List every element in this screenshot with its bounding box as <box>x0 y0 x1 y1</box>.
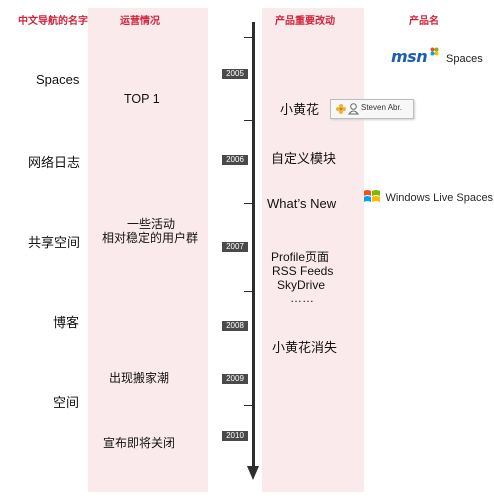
ops-activity-line2: 相对稳定的用户群 <box>102 231 199 245</box>
name-spaces: Spaces <box>36 72 80 87</box>
person-icon <box>348 103 359 115</box>
year-2007: 2007 <box>222 242 248 252</box>
year-2009: 2009 <box>222 374 248 384</box>
ops-activity-line1: 一些活动 <box>127 217 176 231</box>
timeline-tick <box>244 405 254 406</box>
timeline-arrowhead <box>247 466 259 480</box>
timeline-tick <box>244 120 254 121</box>
header-product-name: 产品名 <box>409 16 439 27</box>
change-little-flower: 小黄花 <box>280 102 320 117</box>
year-2005: 2005 <box>222 69 248 79</box>
change-rss-feeds: RSS Feeds <box>272 264 334 278</box>
timeline-tick <box>244 37 254 38</box>
name-web-log: 网络日志 <box>28 155 81 170</box>
change-custom-modules: 自定义模块 <box>271 151 337 166</box>
ops-closing: 宣布即将关闭 <box>103 436 176 450</box>
change-flower-gone: 小黄花消失 <box>272 340 338 355</box>
flower-icon <box>336 104 346 114</box>
timeline-tick <box>244 291 254 292</box>
year-2008: 2008 <box>222 321 248 331</box>
operations-band <box>88 8 208 492</box>
header-changes: 产品重要改动 <box>275 16 335 27</box>
header-chinese-name: 中文导航的名字 <box>18 16 88 27</box>
change-skydrive: SkyDrive <box>277 278 326 292</box>
windows-live-spaces-text: Windows Live Spaces <box>385 192 494 205</box>
profile-chip-name: Steven Abr. <box>361 103 402 112</box>
timeline-axis <box>252 22 255 468</box>
windows-flag-icon <box>364 190 380 202</box>
ops-top1: TOP 1 <box>124 92 160 106</box>
profile-chip: Steven Abr. <box>330 99 414 119</box>
change-whats-new: What’s New <box>267 196 337 211</box>
ops-migration: 出现搬家潮 <box>109 371 170 385</box>
changes-band <box>262 8 364 492</box>
name-space: 空间 <box>53 395 80 410</box>
change-profile-page: Profile页面 <box>271 250 330 264</box>
msn-spaces-logo: msn Spaces <box>391 47 483 67</box>
msn-wordmark: msn <box>391 47 428 66</box>
msn-spaces-text: Spaces <box>446 53 483 65</box>
windows-live-spaces-logo: Windows Live Spaces <box>363 188 493 206</box>
name-shared-space: 共享空间 <box>28 235 81 250</box>
timeline-tick <box>244 203 254 204</box>
msn-butterfly-icon <box>430 47 439 56</box>
name-blog: 博客 <box>53 315 80 330</box>
year-2010: 2010 <box>222 431 248 441</box>
header-operations: 运营情况 <box>120 16 160 27</box>
year-2006: 2006 <box>222 155 248 165</box>
change-ellipsis: …… <box>290 291 314 305</box>
